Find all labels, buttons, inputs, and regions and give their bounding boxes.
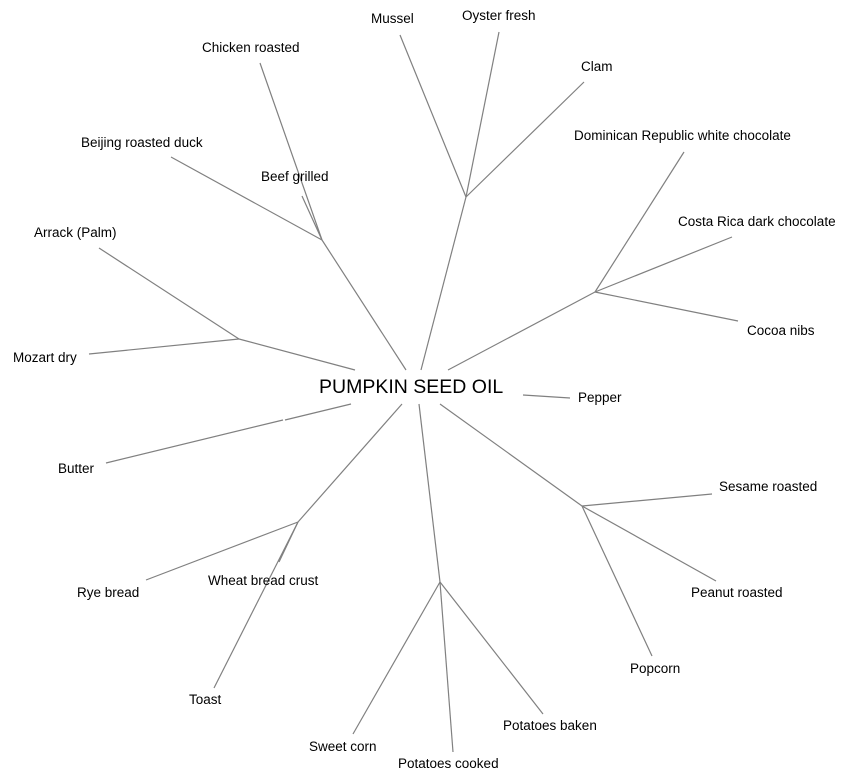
leaf-label-sesame-roasted: Sesame roasted xyxy=(719,479,818,494)
edge-nuts-trunk xyxy=(439,403,583,507)
leaf-label-peanut-roasted: Peanut roasted xyxy=(691,585,783,600)
leaf-label-clam: Clam xyxy=(581,59,613,74)
edge-popcorn xyxy=(581,505,653,657)
leaf-label-beijing-roasted-duck: Beijing roasted duck xyxy=(81,135,203,150)
edge-dominican xyxy=(594,151,685,293)
edge-potatoes-trunk xyxy=(418,403,441,583)
edge-sesame xyxy=(581,493,713,507)
edge-cocoa xyxy=(594,291,739,322)
leaf-label-arrack-palm: Arrack (Palm) xyxy=(34,225,117,240)
leaf-label-oyster-fresh: Oyster fresh xyxy=(462,8,536,23)
edge-cooked xyxy=(439,581,454,753)
edge-butter xyxy=(105,419,284,464)
leaf-label-cocoa-nibs: Cocoa nibs xyxy=(747,323,815,338)
edge-rye xyxy=(145,521,299,581)
edge-bread-trunk xyxy=(297,403,403,523)
edge-oyster xyxy=(465,31,500,198)
leaf-label-popcorn: Popcorn xyxy=(630,661,681,676)
leaf-label-potatoes-baken: Potatoes baken xyxy=(503,718,597,733)
edge-meat-trunk xyxy=(321,239,407,371)
center-node-label: PUMPKIN SEED OIL xyxy=(319,376,504,398)
leaf-label-rye-bread: Rye bread xyxy=(77,585,140,600)
leaf-label-mozart-dry: Mozart dry xyxy=(13,350,77,365)
edge-sweetcorn xyxy=(352,581,441,735)
leaf-label-sweet-corn: Sweet corn xyxy=(309,739,377,754)
edge-chocolate-trunk xyxy=(447,291,596,371)
edge-peanut xyxy=(581,505,717,582)
edge-mozart xyxy=(88,338,240,355)
leaf-label-beef-grilled: Beef grilled xyxy=(261,169,329,184)
edge-duck xyxy=(170,156,323,241)
leaf-label-butter: Butter xyxy=(58,461,95,476)
edge-chicken xyxy=(259,62,323,241)
edge-toast xyxy=(213,521,299,689)
leaf-label-costa-rica-chocolate: Costa Rica dark chocolate xyxy=(678,214,836,229)
edge-beef xyxy=(301,195,323,241)
leaf-label-dominican-chocolate: Dominican Republic white chocolate xyxy=(574,128,791,143)
edge-pepper xyxy=(522,394,571,399)
edge-seafood-trunk xyxy=(420,196,467,371)
leaf-label-chicken-roasted: Chicken roasted xyxy=(202,40,300,55)
edge-wine-trunk xyxy=(238,338,356,371)
leaf-label-wheat-bread-crust: Wheat bread crust xyxy=(208,573,319,588)
leaf-label-mussel: Mussel xyxy=(371,11,414,26)
edge-costarica xyxy=(594,236,733,293)
edge-arrack xyxy=(98,247,240,340)
edge-butter-inner xyxy=(284,403,352,421)
leaf-label-potatoes-cooked: Potatoes cooked xyxy=(398,756,499,771)
leaf-label-pepper: Pepper xyxy=(578,390,622,405)
edge-mussel xyxy=(399,34,467,198)
leaf-label-toast: Toast xyxy=(189,692,222,707)
edge-clam xyxy=(465,81,585,198)
edge-baken xyxy=(439,581,544,715)
